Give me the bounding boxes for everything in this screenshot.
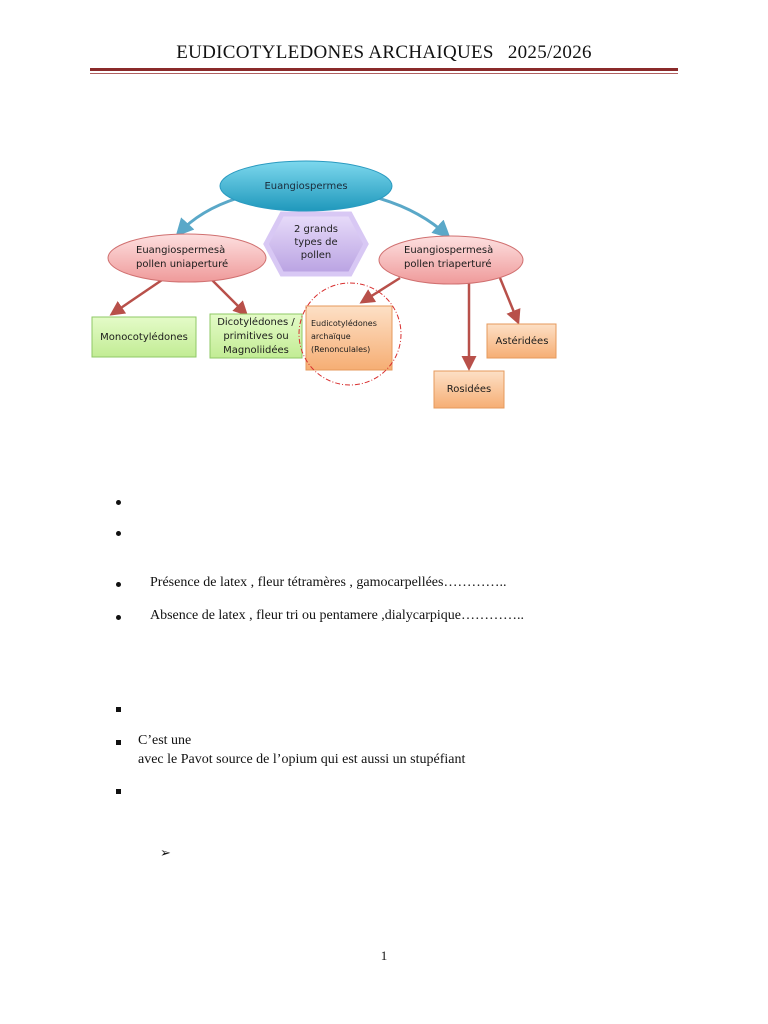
text-pavot: avec le Pavot source de l’opium qui est … <box>138 752 466 767</box>
arrow-to-dico <box>211 279 249 317</box>
leaf-eudicots-line-2: archaïque <box>311 332 351 341</box>
root-node <box>219 160 393 212</box>
root-label: Euangiospermes <box>264 181 347 192</box>
branch-right-line-1: Euangiospermesà <box>404 244 493 256</box>
leaf-asterids <box>486 323 557 359</box>
hexagon-line-1: 2 grands <box>294 224 338 235</box>
hexagon-line-2: types de <box>294 237 337 248</box>
academic-year: 2025/2026 <box>507 42 592 63</box>
pollen-types-hexagon <box>263 211 369 277</box>
title-text: EUDICOTYLEDONES ARCHAIQUES <box>176 42 494 63</box>
square-bullet-2 <box>116 740 121 745</box>
branch-triaperture <box>378 235 524 285</box>
bullet-latex-absent: Absence de latex , fleur tri ou pentamer… <box>150 608 524 623</box>
arrow-to-mono <box>109 278 163 316</box>
header-rule-thin <box>90 73 678 74</box>
hexagon-line-3: pollen <box>301 250 332 261</box>
square-bullet-3 <box>116 789 121 794</box>
bullet-latex-present: Présence de latex , fleur tétramères , g… <box>150 575 507 590</box>
arrow-to-asterid <box>498 277 521 325</box>
branch-right-line-2: pollen triaperturé <box>404 258 492 270</box>
leaf-dicots-line-3: Magnoliidées <box>223 344 289 356</box>
leaf-rosids <box>433 370 505 409</box>
leaf-dicots <box>209 313 303 359</box>
arrow-to-eudico <box>359 276 401 304</box>
leaf-eudicots <box>305 305 393 371</box>
branch-left-line-2: pollen uniaperturé <box>136 258 228 270</box>
page-number: 1 <box>380 948 388 963</box>
leaf-dicots-line-1: Dicotylédones / <box>217 316 295 328</box>
branch-uniaperture <box>107 233 267 283</box>
classification-diagram: Euangiospermes 2 grands types de pollen … <box>91 160 557 409</box>
text-cest-une: C’est une <box>138 733 192 748</box>
bullet-marker-latex-present <box>116 582 121 587</box>
square-bullet-1 <box>116 707 121 712</box>
leaf-asterids-label: Astéridées <box>496 335 549 347</box>
leaf-eudicots-line-3: (Renonculales) <box>311 345 370 354</box>
arrowhead-bullet-icon: ➢ <box>160 846 171 861</box>
bullet-marker-latex-absent <box>116 615 121 620</box>
leaf-monocots-label: Monocotylédones <box>100 331 188 343</box>
bullet-empty-2 <box>116 531 121 536</box>
arrow-root-left <box>175 196 239 237</box>
bullet-empty-1 <box>116 500 121 505</box>
leaf-monocots <box>91 316 197 358</box>
leaf-eudicots-line-1: Eudicotylédones <box>311 318 377 328</box>
header-rule <box>90 68 678 71</box>
highlight-circle <box>298 282 402 386</box>
leaf-rosids-label: Rosidées <box>447 383 491 395</box>
leaf-dicots-line-2: primitives ou <box>223 331 288 342</box>
page-title: EUDICOTYLEDONES ARCHAIQUES 2025/2026 <box>0 42 768 64</box>
branch-left-line-1: Euangiospermesà <box>136 244 225 256</box>
arrow-root-right <box>377 196 451 239</box>
